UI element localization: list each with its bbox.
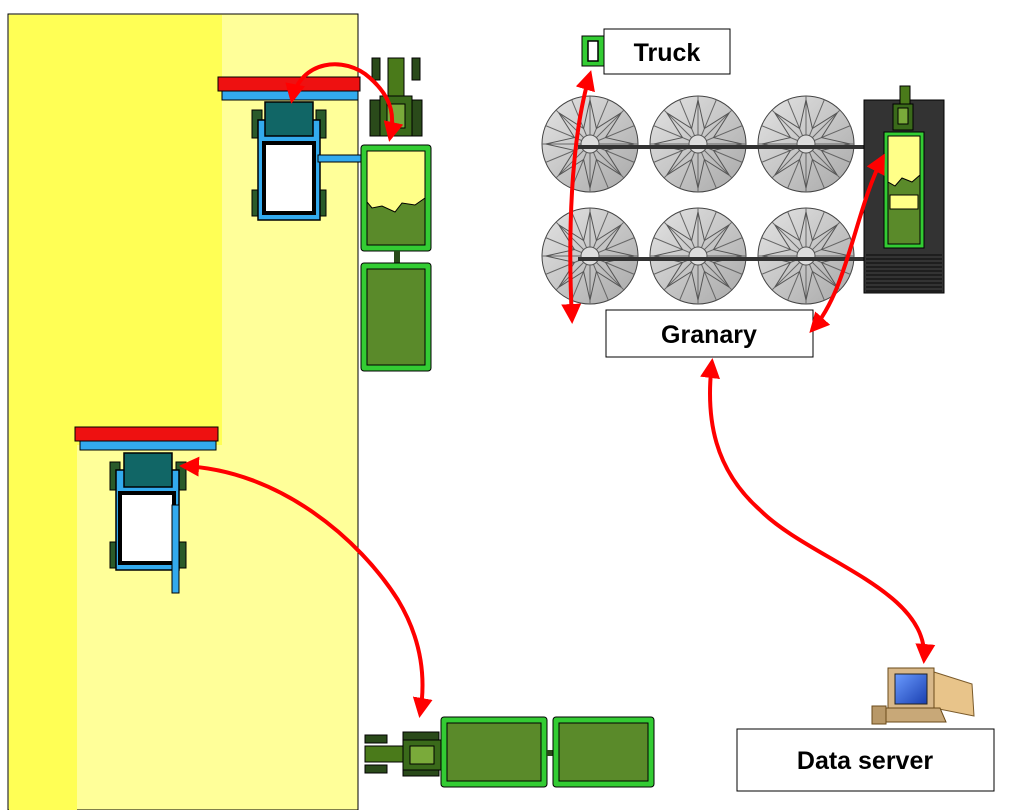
truck-label: Truck [634,39,701,67]
granary-box: Granary [606,310,813,357]
grain-silo-group [542,96,854,304]
grain-cart-icon [553,717,654,787]
grain-silo-icon [758,96,854,192]
grain-dryer-icon [864,86,944,293]
grain-silo-icon [542,208,638,304]
tractor-icon [365,732,443,776]
grain-silo-icon [542,96,638,192]
granary-label: Granary [661,321,757,349]
arrow-granary-to-server [710,362,924,660]
grain-cart-icon [441,717,555,787]
grain-silo-icon [650,96,746,192]
tractor-icon [370,58,422,136]
data-server-box: Data server [737,729,994,791]
truck-box: Truck [582,29,730,74]
grain-cart-icon [361,263,431,371]
grain-silo-icon [758,208,854,304]
grain-cart-icon [361,145,431,263]
computer-icon [872,668,974,724]
data-server-label: Data server [797,747,933,775]
grain-silo-icon [650,208,746,304]
